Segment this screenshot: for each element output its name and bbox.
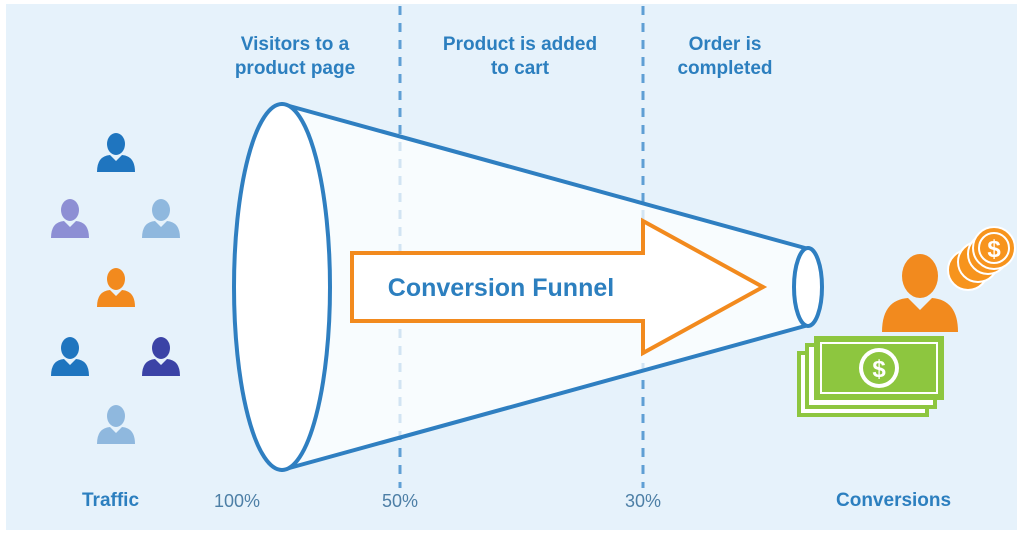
funnel-mouth (232, 102, 332, 472)
person-icon (51, 337, 89, 376)
person-icon (142, 337, 180, 376)
percent-label-order: 30% (624, 491, 662, 511)
person-icon (97, 133, 135, 172)
traffic-label: Traffic (82, 490, 140, 511)
conversion-arrow (350, 217, 768, 357)
person-icon (97, 268, 135, 307)
conversions-label: Conversions (836, 490, 952, 511)
funnel-spout (792, 246, 824, 328)
svg-text:$: $ (872, 356, 886, 383)
person-icon (51, 199, 89, 238)
stage-label-order-completed: Order is completed (677, 34, 773, 79)
person-icon (142, 199, 180, 238)
person-icon (97, 405, 135, 444)
cash-stack-icon: $ (797, 336, 944, 417)
svg-text:$: $ (987, 236, 1001, 263)
conversion-person-icon (882, 254, 958, 332)
funnel-label: Conversion Funnel (387, 274, 615, 302)
stage-label-add-to-cart: Product is added to cart (442, 34, 598, 79)
stage-label-visitors: Visitors to a product page (234, 34, 356, 79)
percent-label-cart: 50% (381, 491, 419, 511)
coin-stack-icon: $ (947, 226, 1016, 291)
percent-label-visitors: 100% (213, 491, 261, 511)
